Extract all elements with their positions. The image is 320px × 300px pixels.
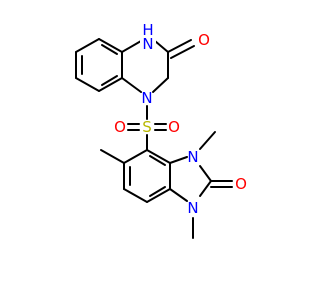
bond [98, 77, 123, 92]
atom-n-label-imidazole-top: N [187, 148, 198, 166]
bond [75, 77, 100, 92]
atom-o-label-sulfonyl-right: O [168, 118, 180, 136]
bond-layer [75, 38, 233, 239]
atom-n-label-amine: N [141, 89, 152, 107]
bond [152, 77, 169, 93]
atom-o-label-sulfonyl-left: O [114, 118, 126, 136]
bond [170, 45, 195, 59]
bond [121, 77, 142, 93]
bond [146, 188, 171, 203]
atom-s-label-sulfonyl: S [142, 118, 152, 136]
atom-n-label-imidazole-bottom: N [187, 199, 198, 217]
bond [123, 149, 148, 164]
atom-o-label-urea: O [235, 175, 247, 193]
bond [121, 40, 142, 53]
bond [149, 186, 166, 197]
bond [154, 40, 169, 53]
bond [167, 39, 192, 53]
bond [101, 44, 118, 55]
bond [146, 149, 171, 164]
bond [169, 156, 188, 164]
bond [98, 38, 123, 53]
atom-h-label: H [142, 21, 153, 39]
bond [149, 155, 166, 166]
atom-label-layer: H N O N S O O N N O [114, 21, 247, 217]
atom-n-label-nh: N [142, 35, 153, 53]
bond [100, 149, 125, 164]
bond [199, 180, 212, 197]
bond [169, 188, 188, 202]
bond [101, 75, 118, 86]
bond [199, 165, 212, 182]
bond [199, 131, 216, 150]
atom-o-label-lactam: O [198, 31, 210, 49]
molecule-structure-diagram: H N O N S O O N N O [75, 21, 247, 239]
bond [75, 38, 100, 53]
bond [123, 188, 148, 203]
